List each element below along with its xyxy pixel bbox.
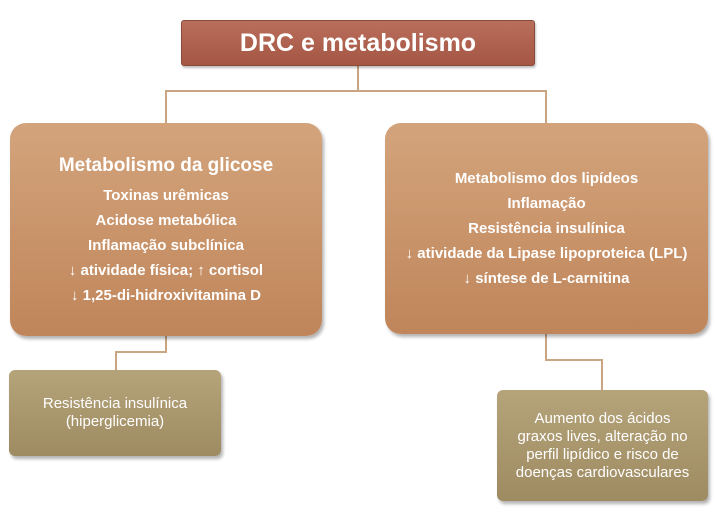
connector-left-down bbox=[165, 90, 167, 123]
connector-right-result-v1 bbox=[545, 334, 547, 361]
glucose-metabolism-box: Metabolismo da glicose Toxinas urêmicas … bbox=[10, 123, 322, 336]
glucose-heading: Metabolismo da glicose bbox=[58, 155, 274, 176]
connector-left-result-v1 bbox=[165, 336, 167, 353]
glucose-item: ↓ atividade física; ↑ cortisol bbox=[68, 262, 264, 279]
lipid-item: Resistência insulínica bbox=[468, 220, 625, 237]
lipid-item: ↓ atividade da Lipase lipoproteica (LPL) bbox=[405, 245, 688, 262]
connector-left-result-h bbox=[115, 351, 167, 353]
right-result-line: perfil lipídico e risco de bbox=[526, 445, 679, 463]
cardiovascular-risk-result: Aumento dos ácidos graxos lives, alteraç… bbox=[497, 390, 708, 501]
right-result-line: doenças cardiovasculares bbox=[515, 463, 690, 481]
glucose-item: Toxinas urêmicas bbox=[103, 187, 229, 204]
lipid-item: Inflamação bbox=[507, 195, 586, 212]
connector-right-result-v2 bbox=[601, 359, 603, 390]
lipid-item: Metabolismo dos lipídeos bbox=[454, 170, 639, 187]
connector-right-down bbox=[545, 90, 547, 123]
lipid-item: ↓ síntese de L-carnitina bbox=[463, 270, 630, 287]
right-result-line: Aumento dos ácidos bbox=[534, 409, 671, 427]
right-result-line: graxos lives, alteração no bbox=[517, 427, 688, 445]
connector-title-down bbox=[357, 66, 359, 91]
insulin-resistance-result: Resistência insulínica (hiperglicemia) bbox=[9, 370, 221, 456]
left-result-line: (hiperglicemia) bbox=[65, 413, 165, 430]
title-text: DRC e metabolismo bbox=[239, 28, 477, 57]
connector-left-result-v2 bbox=[115, 351, 117, 370]
glucose-item: ↓ 1,25-di-hidroxivitamina D bbox=[70, 287, 262, 304]
connector-horizontal bbox=[165, 90, 547, 92]
glucose-item: Inflamação subclínica bbox=[88, 237, 244, 254]
left-result-line: Resistência insulínica bbox=[42, 395, 188, 412]
lipid-metabolism-box: Metabolismo dos lipídeos Inflamação Resi… bbox=[385, 123, 708, 334]
connector-right-result-h bbox=[545, 359, 603, 361]
diagram-title: DRC e metabolismo bbox=[181, 20, 535, 66]
glucose-item: Acidose metabólica bbox=[95, 212, 237, 229]
